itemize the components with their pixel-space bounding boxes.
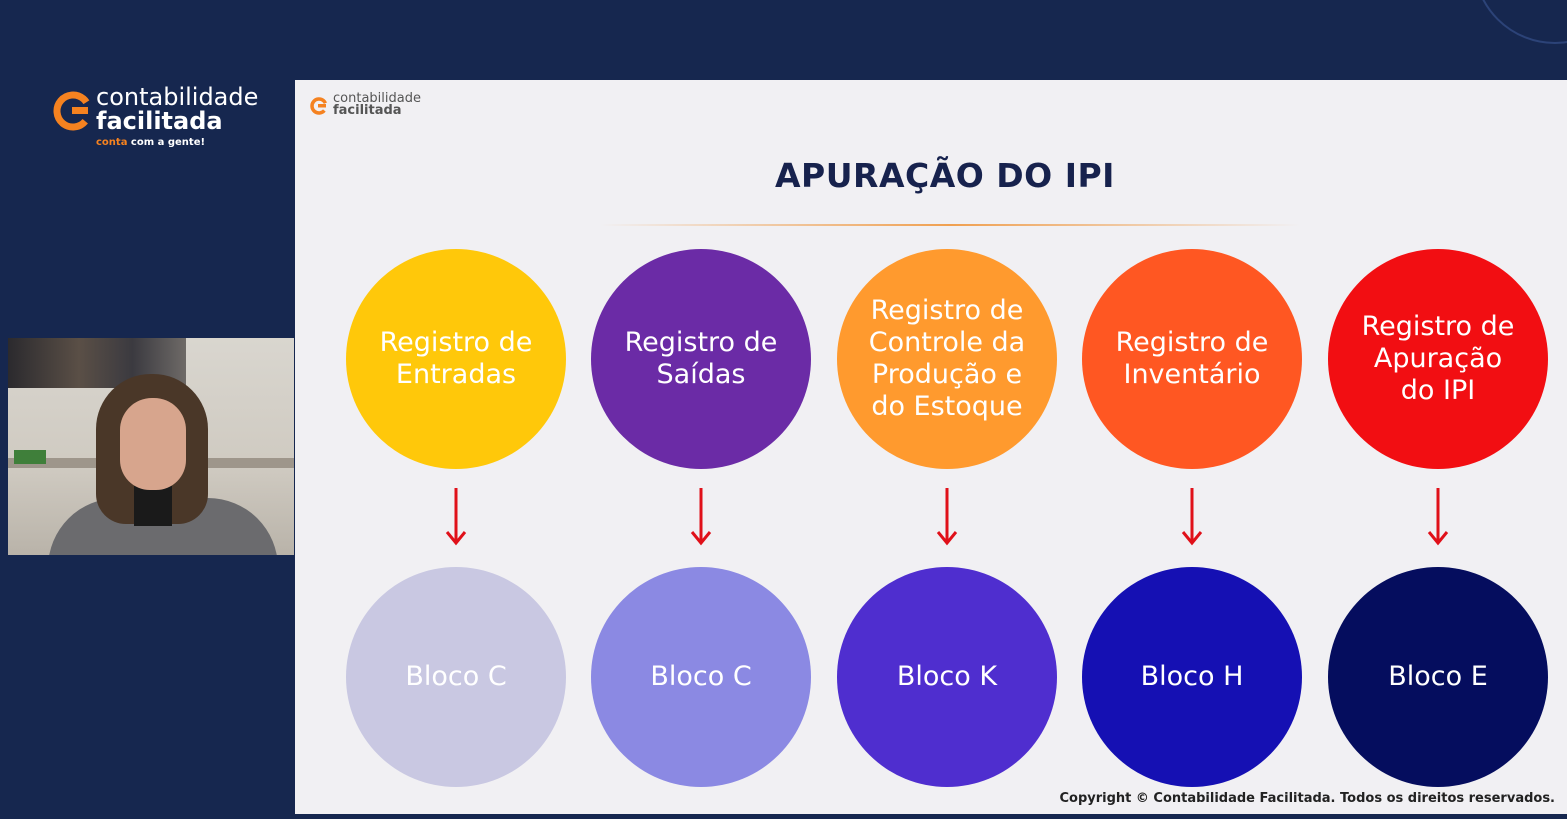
register-circle-apuracao-ipi: Registro de Apuração do IPI bbox=[1328, 249, 1548, 469]
webcam-background-box bbox=[14, 450, 46, 464]
block-circle-h: Bloco H bbox=[1082, 567, 1302, 787]
register-label: Registro de Apuração do IPI bbox=[1361, 311, 1515, 406]
arrow-down-icon bbox=[936, 488, 958, 546]
arrow-down-icon bbox=[690, 488, 712, 546]
block-label: Bloco K bbox=[896, 661, 998, 692]
brand-name-line2: facilitada bbox=[96, 107, 223, 135]
slide-logo: contabilidade facilitada bbox=[309, 92, 439, 122]
brand-logo-icon bbox=[53, 91, 93, 131]
brand-logo: contabilidade facilitada conta com a gen… bbox=[52, 84, 272, 154]
slide-logo-icon bbox=[310, 97, 328, 115]
register-label: Registro de Entradas bbox=[379, 327, 533, 390]
register-circle-inventario: Registro de Inventário bbox=[1082, 249, 1302, 469]
block-circle-c-saidas: Bloco C bbox=[591, 567, 811, 787]
webcam-person-face bbox=[120, 398, 186, 490]
register-label: Registro de Saídas bbox=[624, 327, 778, 390]
brand-name-line1: contabilidade bbox=[96, 83, 259, 111]
webcam-person-neck bbox=[134, 486, 172, 526]
register-circle-entradas: Registro de Entradas bbox=[346, 249, 566, 469]
brand-tagline: conta com a gente! bbox=[96, 137, 205, 148]
decorative-arc bbox=[1473, 0, 1567, 44]
block-circle-e: Bloco E bbox=[1328, 567, 1548, 787]
register-label: Registro de Controle da Produção e do Es… bbox=[868, 295, 1026, 422]
copyright-notice: Copyright © Contabilidade Facilitada. To… bbox=[1059, 791, 1555, 806]
slide-logo-line2: facilitada bbox=[333, 103, 402, 118]
brand-tagline-rest: com a gente! bbox=[127, 137, 206, 148]
block-circle-k: Bloco K bbox=[837, 567, 1057, 787]
block-label: Bloco C bbox=[650, 661, 752, 692]
arrow-down-icon bbox=[1427, 488, 1449, 546]
slide-title: APURAÇÃO DO IPI bbox=[775, 156, 1115, 195]
slide-logo-line1: contabilidade bbox=[333, 91, 421, 106]
block-label: Bloco E bbox=[1388, 661, 1488, 692]
title-underline bbox=[600, 224, 1300, 226]
block-label: Bloco H bbox=[1140, 661, 1244, 692]
register-label: Registro de Inventário bbox=[1115, 327, 1269, 390]
presentation-slide: contabilidade facilitada APURAÇÃO DO IPI… bbox=[295, 80, 1567, 814]
register-circle-producao-estoque: Registro de Controle da Produção e do Es… bbox=[837, 249, 1057, 469]
block-label: Bloco C bbox=[405, 661, 507, 692]
register-circle-saidas: Registro de Saídas bbox=[591, 249, 811, 469]
arrow-down-icon bbox=[445, 488, 467, 546]
block-circle-c-entradas: Bloco C bbox=[346, 567, 566, 787]
arrow-down-icon bbox=[1181, 488, 1203, 546]
brand-tagline-accent: conta bbox=[96, 137, 128, 148]
webcam-video bbox=[8, 338, 294, 555]
